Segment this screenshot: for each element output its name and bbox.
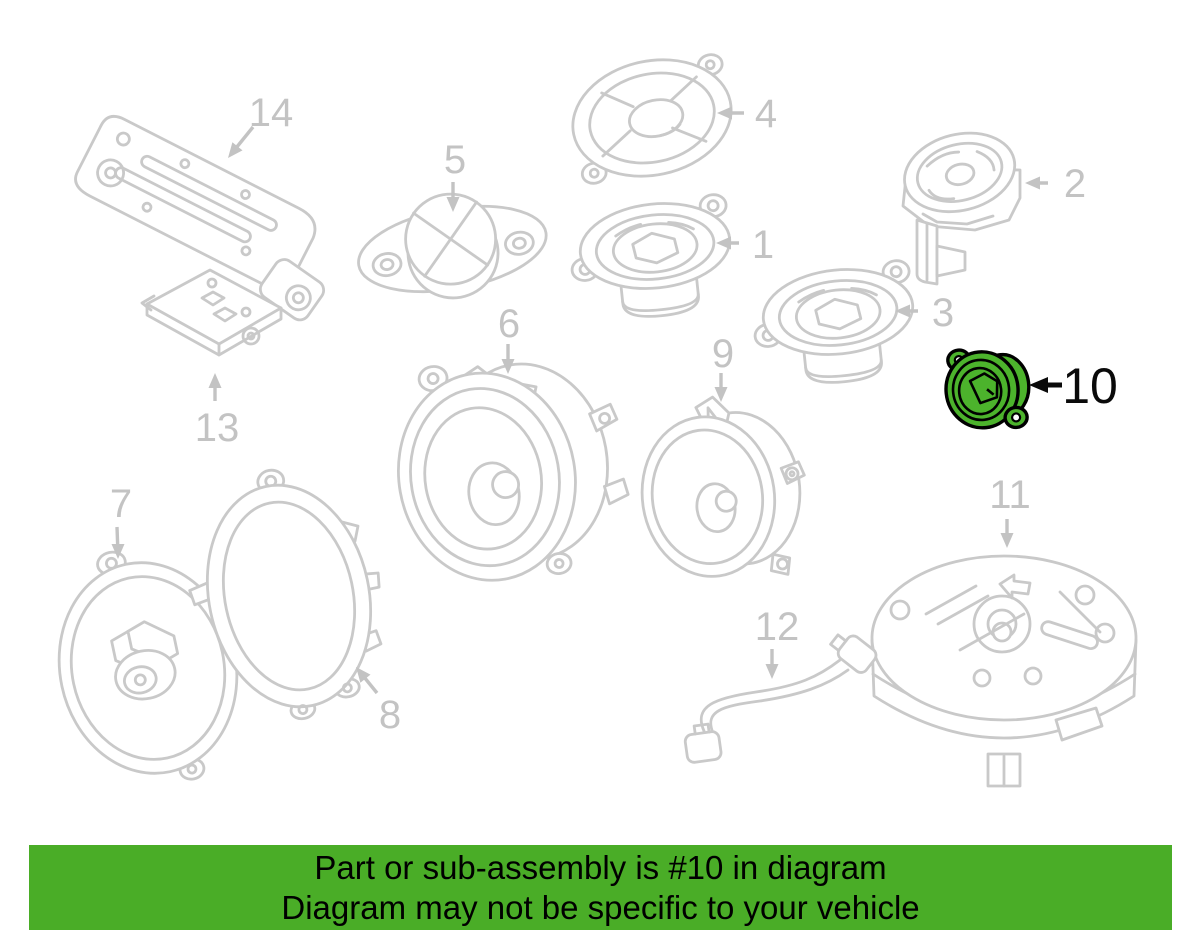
part-9-rear-woofer: [640, 395, 806, 578]
callout-12-label: 12: [755, 605, 800, 649]
part-1-door-speaker: [564, 192, 739, 326]
parts-diagram-canvas: 14 5 4 1 2 3 6 9 7 8 11 12 13 10: [57, 53, 1138, 788]
part-7-oval-speaker: [57, 550, 247, 781]
callout-1-label: 1: [752, 223, 774, 267]
callout-9-label: 9: [712, 332, 734, 376]
part-10-highlighted-speaker[interactable]: [942, 343, 1033, 434]
part-3-door-speaker: [747, 258, 922, 392]
highlight-banner: Part or sub-assembly is #10 in diagram D…: [29, 845, 1172, 930]
highlight-callout-arrow: [1029, 377, 1062, 393]
part-11-subwoofer: [870, 554, 1138, 788]
callout-10-label-highlighted: 10: [1062, 358, 1118, 414]
callout-11-label: 11: [989, 473, 1031, 517]
callout-2-label: 2: [1064, 162, 1086, 206]
callout-14-label: 14: [249, 91, 294, 135]
part-12-wiring-harness: [683, 633, 878, 764]
part-2-tweeter: [901, 131, 1022, 286]
callout-6-label: 6: [498, 302, 520, 346]
part-13-amplifier: [140, 268, 283, 357]
part-4-speaker-grille: [571, 53, 733, 185]
part-5-tweeter-cover: [357, 192, 548, 300]
callout-3-label: 3: [932, 291, 954, 335]
callout-7-label: 7: [110, 482, 132, 526]
part-8-mounting-ring: [188, 468, 383, 721]
banner-line1: Part or sub-assembly is #10 in diagram: [314, 848, 887, 886]
part-6-front-woofer: [397, 362, 630, 582]
banner-line2: Diagram may not be specific to your vehi…: [281, 888, 920, 926]
callout-5-label: 5: [444, 138, 466, 182]
callout-arrows: [111, 106, 1048, 695]
callout-13-label: 13: [195, 406, 240, 450]
callout-8-label: 8: [379, 693, 401, 737]
callout-4-label: 4: [755, 92, 777, 136]
